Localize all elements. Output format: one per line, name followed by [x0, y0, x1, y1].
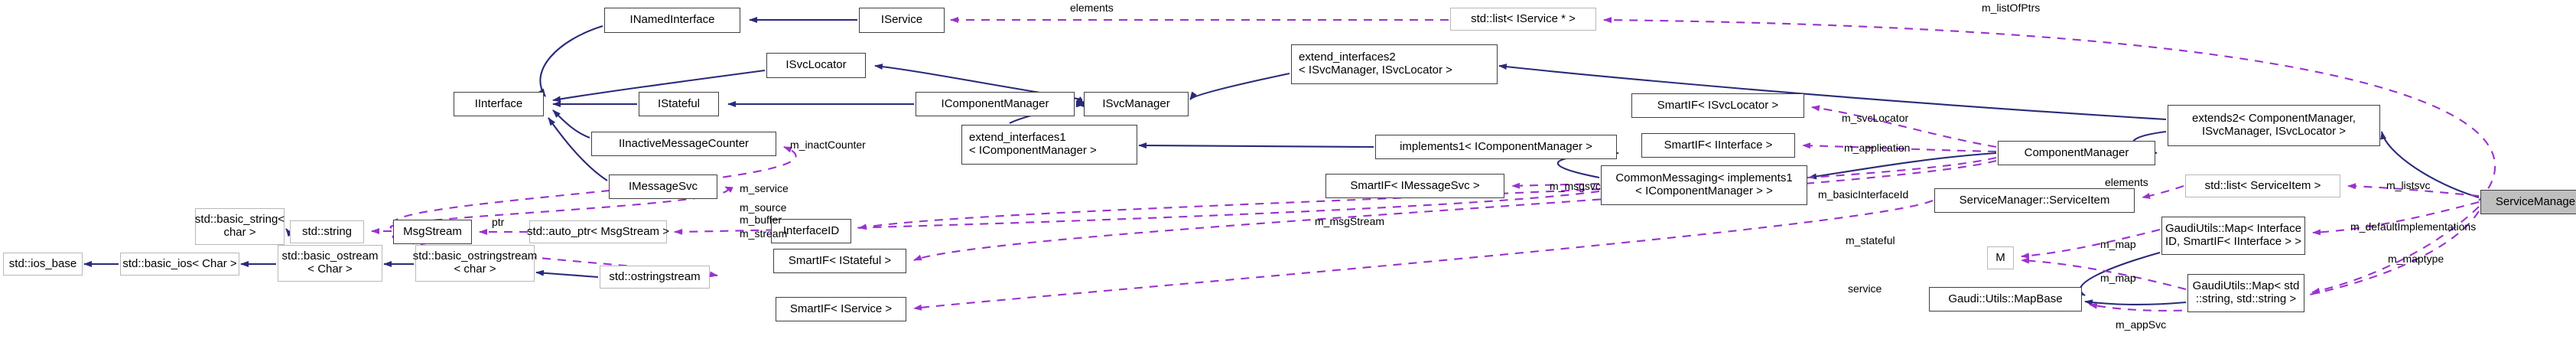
edge-label-m-msgsvc: m_msgsvc	[1550, 180, 1601, 192]
edge-label-m-maptype: m_maptype	[2388, 253, 2444, 265]
node-std-basic-ostream-char[interactable]: std::basic_ostream < Char >	[278, 245, 382, 282]
edge-label-elements-top: elements	[1070, 2, 1114, 14]
node-extend-interfaces2[interactable]: extend_interfaces2 < ISvcManager, ISvcLo…	[1291, 44, 1498, 84]
node-std-ostringstream[interactable]: std::ostringstream	[600, 266, 710, 289]
node-gaudiutils-map-interfaceid-smartif[interactable]: GaudiUtils::Map< Interface ID, SmartIF< …	[2161, 217, 2305, 255]
node-smartif-istateful[interactable]: SmartIF< IStateful >	[773, 249, 906, 273]
edge-label-m-basicinterfaceid: m_basicInterfaceId	[1818, 188, 1909, 201]
node-iinactivemessagecounter[interactable]: IInactiveMessageCounter	[591, 132, 776, 156]
node-servicemanager-serviceitem[interactable]: ServiceManager::ServiceItem	[1934, 188, 2135, 213]
edge-label-m-source: m_source	[740, 201, 787, 214]
node-isvcmanager[interactable]: ISvcManager	[1084, 92, 1189, 116]
node-iinterface[interactable]: IInterface	[454, 92, 544, 116]
node-smartif-isvclocator[interactable]: SmartIF< ISvcLocator >	[1631, 93, 1804, 118]
edge-label-m-defaultimplementations: m_defaultImplementations	[2350, 220, 2477, 233]
node-componentmanager[interactable]: ComponentManager	[1998, 141, 2155, 165]
node-std-string[interactable]: std::string	[290, 220, 364, 243]
node-imessagesvc[interactable]: IMessageSvc	[609, 174, 717, 199]
node-iservice[interactable]: IService	[859, 8, 945, 33]
node-isvclocator[interactable]: ISvcLocator	[766, 53, 866, 78]
node-servicemanager[interactable]: ServiceManager	[2480, 190, 2576, 214]
node-std-basic-ostringstream-char[interactable]: std::basic_ostringstream < char >	[413, 245, 537, 282]
edge-label-m-svclocator: m_svcLocator	[1842, 112, 1909, 124]
node-std-ios-base[interactable]: std::ios_base	[3, 253, 83, 276]
edge-label-m-listsvc: m_listsvc	[2386, 179, 2431, 191]
node-std-list-serviceitem[interactable]: std::list< ServiceItem >	[2185, 174, 2340, 197]
edge-label-m-service: m_service	[740, 182, 789, 194]
edge-label-m-listofptrs: m_listOfPtrs	[1982, 2, 2041, 14]
node-msgstream[interactable]: MsgStream	[393, 220, 472, 244]
node-m[interactable]: M	[1987, 246, 2014, 269]
edge-label-m-map-2: m_map	[2100, 272, 2136, 284]
edge-label-m-map-1: m_map	[2100, 238, 2136, 250]
node-std-basic-string-char[interactable]: std::basic_string< char >	[195, 208, 285, 245]
node-implements1-icomponentmanager[interactable]: implements1< IComponentManager >	[1375, 135, 1617, 159]
node-extends2-componentmanager[interactable]: extends2< ComponentManager, ISvcManager,…	[2168, 105, 2380, 146]
edge-label-m-buffer: m_buffer	[740, 214, 782, 226]
edge-label-elements-right: elements	[2105, 176, 2148, 188]
edge-label-m-application: m_application	[1844, 142, 1911, 154]
node-std-basic-ios-char[interactable]: std::basic_ios< Char >	[120, 253, 239, 276]
node-commonmessaging[interactable]: CommonMessaging< implements1 < IComponen…	[1601, 165, 1807, 205]
edge-label-m-inactcounter: m_inactCounter	[790, 139, 866, 151]
node-gaudi-utils-mapbase[interactable]: Gaudi::Utils::MapBase	[1929, 287, 2082, 311]
node-smartif-imessagesvc[interactable]: SmartIF< IMessageSvc >	[1325, 174, 1504, 198]
node-std-list-iservice-ptr[interactable]: std::list< IService * >	[1450, 8, 1596, 31]
node-inamedinterface[interactable]: INamedInterface	[604, 8, 740, 33]
node-std-autoptr-msgstream[interactable]: std::auto_ptr< MsgStream >	[527, 220, 669, 243]
edge-label-m-msgstream: m_msgStream	[1315, 215, 1385, 227]
node-smartif-iservice[interactable]: SmartIF< IService >	[776, 297, 906, 321]
node-extend-interfaces1[interactable]: extend_interfaces1 < IComponentManager >	[961, 125, 1137, 165]
edge-label-service: service	[1848, 282, 1882, 295]
node-icomponentmanager[interactable]: IComponentManager	[916, 92, 1075, 116]
edge-label-ptr: ptr	[492, 216, 505, 228]
edge-label-m-stream: m_stream	[740, 227, 788, 240]
edge-label-m-stateful: m_stateful	[1846, 234, 1895, 246]
node-gaudiutils-map-string-string[interactable]: GaudiUtils::Map< std ::string, std::stri…	[2187, 274, 2304, 312]
node-smartif-iinterface[interactable]: SmartIF< IInterface >	[1641, 133, 1795, 158]
node-istateful[interactable]: IStateful	[639, 92, 719, 116]
edge-label-m-appsvc: m_appSvc	[2116, 318, 2167, 331]
